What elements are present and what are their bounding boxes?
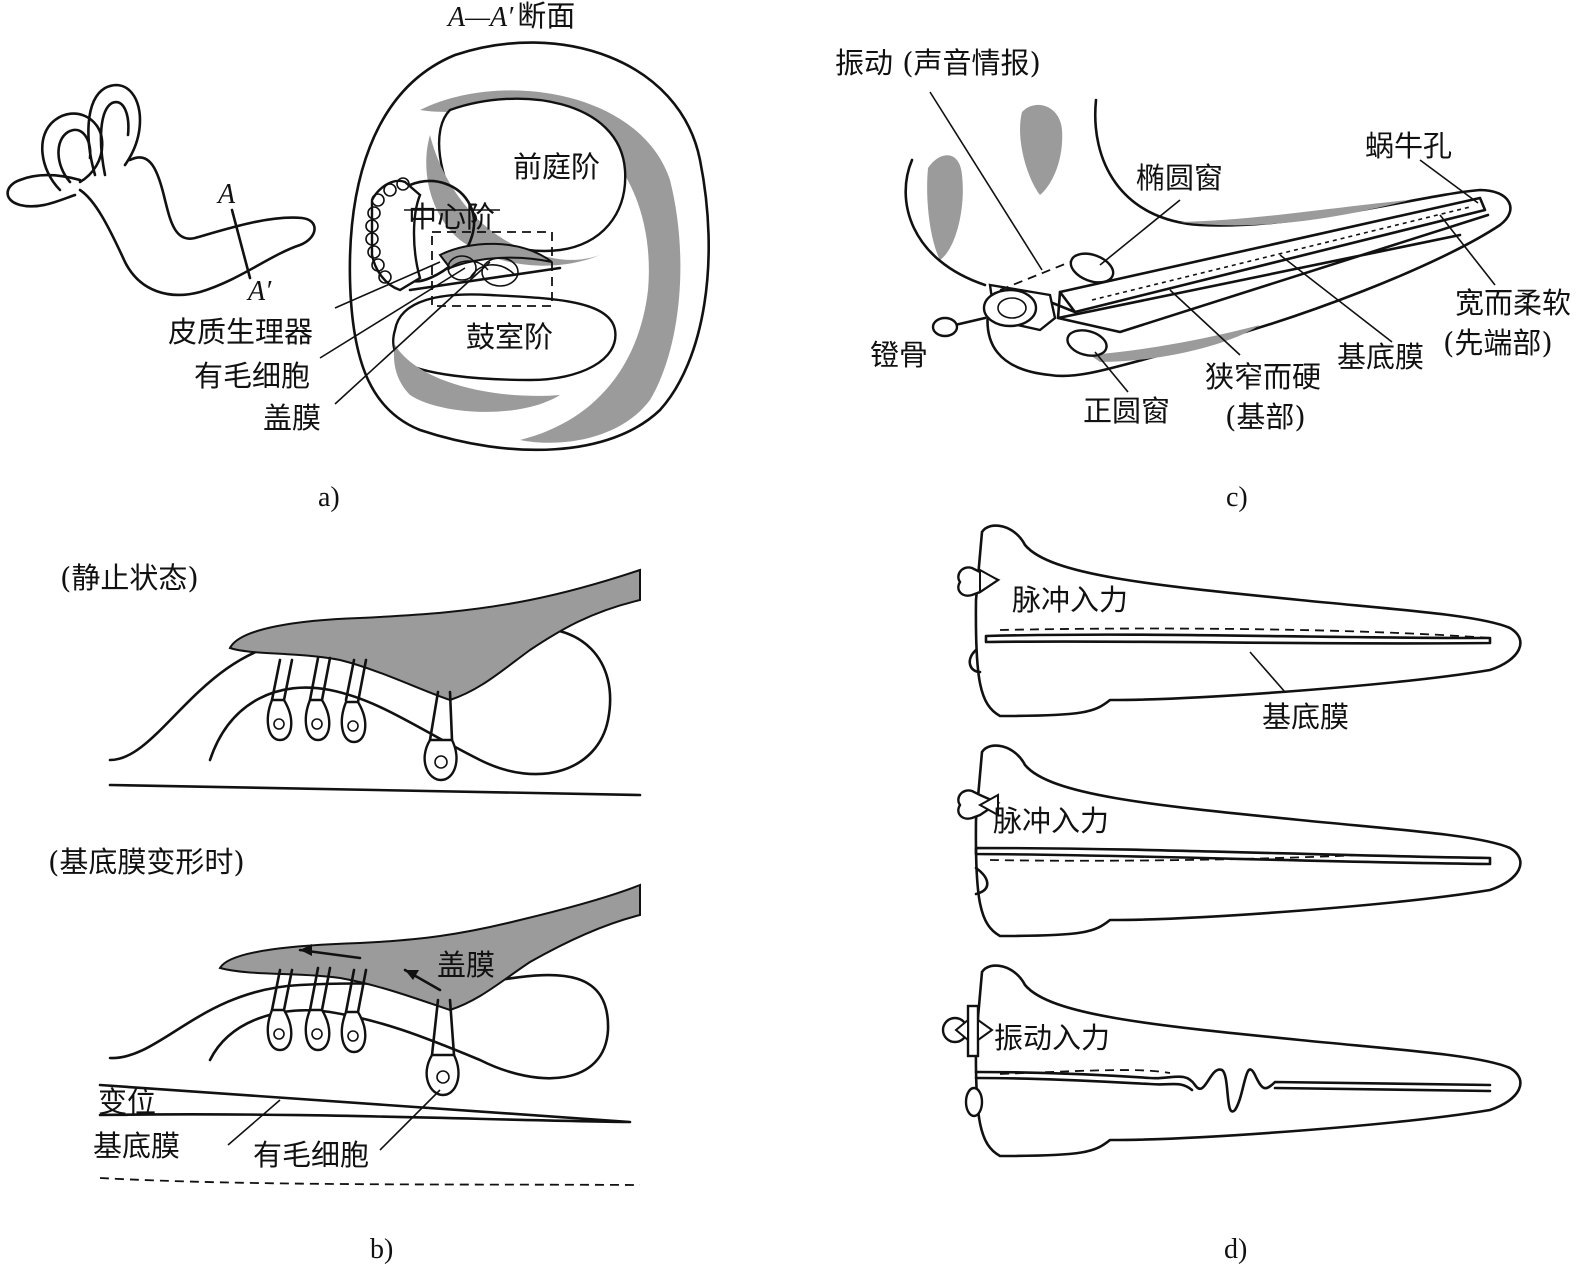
label-stapes: 镫骨 [870, 338, 928, 372]
label-round-window: 正圆窗 [1083, 394, 1170, 428]
label-pulse-input-2: 脉冲入力 [993, 804, 1109, 838]
cochlea-model-1: 脉冲入力 基底膜 [957, 524, 1522, 734]
label-vibration-input: 振动入力 [994, 1021, 1110, 1055]
spiral-ganglion-frill [365, 177, 410, 284]
label-organ-of-corti: 皮质生理器 [168, 315, 313, 349]
mark-a: A [216, 179, 236, 210]
hair-cells-resting [266, 656, 458, 782]
label-deformed-state: (基底膜变形时) [48, 845, 245, 879]
section-title: A—A′断面 [446, 0, 575, 33]
label-apex: (先端部) [1443, 326, 1553, 360]
label-wide-soft: 宽而柔软 [1455, 286, 1571, 320]
deformed-diagram [98, 883, 641, 1186]
hair-cells-deformed [266, 966, 460, 1097]
panel-d: 脉冲入力 基底膜 脉冲入力 振动入力 d) [941, 524, 1522, 1265]
label-scala-tympani: 鼓室阶 [466, 320, 553, 354]
label-narrow-stiff: 狭窄而硬 [1205, 360, 1321, 394]
label-scala-vestibuli: 前庭阶 [513, 150, 600, 184]
label-tectorial-b: 盖膜 [437, 948, 495, 982]
inner-ear-sketch: A A′ [6, 83, 316, 307]
label-hair-cells-a: 有毛细胞 [194, 359, 310, 393]
resting-diagram [108, 568, 642, 797]
label-pulse-input-1: 脉冲入力 [1012, 583, 1128, 617]
label-hair-cells-b: 有毛细胞 [253, 1138, 369, 1172]
label-resting-state: (静止状态) [60, 561, 199, 595]
cochlea-model-2: 脉冲入力 [957, 744, 1522, 938]
label-displacement: 变位 [98, 1085, 156, 1119]
cochlea-cross-section: 中心阶 前庭阶 鼓室阶 [348, 41, 710, 452]
label-basilar-b: 基底膜 [93, 1129, 180, 1163]
caption-c: c) [1226, 482, 1248, 513]
panel-b: (静止状态) (基底膜变形时) [48, 561, 642, 1265]
label-helicotrema: 蜗牛孔 [1365, 129, 1452, 163]
label-basilar-c: 基底膜 [1337, 340, 1424, 374]
panel-a: A A′ [6, 0, 710, 513]
label-scala-media: 中心阶 [408, 200, 495, 234]
label-vibration: 振动 (声音情报) [835, 46, 1041, 80]
caption-d: d) [1224, 1234, 1247, 1265]
cochlea-model-3: 振动入力 [941, 964, 1522, 1158]
label-basilar-d: 基底膜 [1262, 700, 1349, 734]
label-base: (基部) [1225, 400, 1306, 434]
label-oval-window: 椭圆窗 [1136, 161, 1223, 195]
panel-c: 振动 (声音情报) 椭圆窗 蜗牛孔 宽而柔软 (先端部) 镫骨 基底膜 狭窄而硬… [835, 46, 1571, 513]
label-tectorial-a: 盖膜 [263, 401, 321, 435]
mark-a-prime: A′ [246, 276, 272, 307]
caption-a: a) [318, 482, 340, 513]
caption-b: b) [370, 1234, 393, 1265]
